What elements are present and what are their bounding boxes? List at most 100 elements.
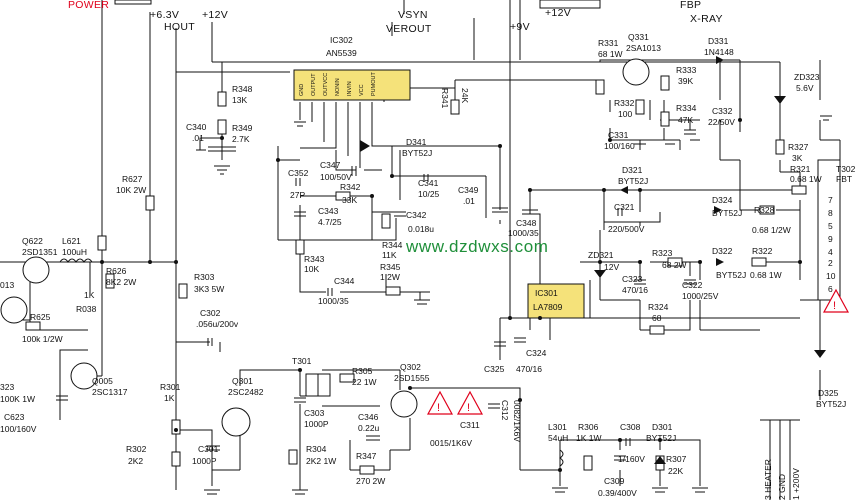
value-r306: 1K 1W <box>576 433 602 443</box>
value-c323: 470/16 <box>622 285 648 295</box>
ic302-body <box>293 69 411 101</box>
transistor-q331 <box>622 58 650 86</box>
svg-text:!: ! <box>833 300 836 312</box>
label-d331: D331 <box>708 36 729 46</box>
cap-c323 <box>634 279 646 285</box>
resistor-r344 <box>381 213 391 229</box>
value-c312: 0082/1K6V <box>512 400 522 442</box>
component-labels: R348 13K C340 .01 R349 2.7K R341 24K R62… <box>0 32 855 498</box>
value-d341: BYT52J <box>402 148 432 158</box>
value-r341: 24K <box>460 88 470 103</box>
label-r344: R344 <box>382 240 403 250</box>
label-d321: D321 <box>622 165 643 175</box>
label-left-cap: 323 <box>0 382 14 392</box>
resistor-r306 <box>583 455 593 471</box>
label-c302: C302 <box>200 308 221 318</box>
value-d331: 1N4148 <box>704 47 734 57</box>
value-r321: 0.68 1W <box>790 174 822 184</box>
resistor-r324 <box>649 325 665 335</box>
value-c343: 4.7/25 <box>318 217 342 227</box>
value-r349: 2.7K <box>232 134 250 144</box>
label-r323: R323 <box>652 248 673 258</box>
resistor-r347 <box>359 465 375 475</box>
label-c342: C342 <box>406 210 427 220</box>
label-r328: R328 <box>754 205 775 215</box>
label-c349: C349 <box>458 185 479 195</box>
label-d301: D301 <box>652 422 673 432</box>
cap-c309 <box>614 455 626 461</box>
resistor-r627 <box>145 195 155 211</box>
zener-zd321 <box>594 270 606 278</box>
ic302-pin-outvcc: OUTVCC <box>323 73 329 96</box>
label-c323: C323 <box>622 274 643 284</box>
label-r347: R347 <box>356 451 377 461</box>
value-r627: 10K 2W <box>116 185 146 195</box>
ground-icon <box>820 115 832 121</box>
net-6v3: +6.3V <box>150 9 179 21</box>
value-c309: 0.39/400V <box>598 488 637 498</box>
resistor-r038 <box>105 273 115 289</box>
label-c303: C303 <box>304 408 325 418</box>
fbt-pin-9: 9 <box>828 234 833 244</box>
label-d324: D324 <box>712 195 733 205</box>
ground-icon <box>414 299 430 305</box>
label-c331: C331 <box>608 130 629 140</box>
resistor-r331 <box>595 79 605 95</box>
value-d321: BYT52J <box>618 176 648 186</box>
ic302-part: AN5539 <box>326 48 357 58</box>
resistor-r341 <box>450 99 460 115</box>
ic302-pin-gnd: GND <box>299 84 305 96</box>
resistor-r302 <box>171 451 181 467</box>
value-l301: 54uH <box>548 433 568 443</box>
value-r625: 100k 1/2W <box>22 334 63 344</box>
net-12v-top: +12V <box>202 9 228 21</box>
magnetics <box>59 159 841 467</box>
value-r347: 270 2W <box>356 476 385 486</box>
label-l301: L301 <box>548 422 567 432</box>
watermark: www.dzdwxs.com <box>405 237 549 256</box>
label-l621: L621 <box>62 236 81 246</box>
label-r341: R341 <box>440 88 450 109</box>
value-c344: 1000/35 <box>318 296 349 306</box>
ground-icon <box>292 489 308 495</box>
label-r324: R324 <box>648 302 669 312</box>
capacitors <box>56 129 696 461</box>
label-c309: C309 <box>604 476 625 486</box>
value-c341: 10/25 <box>418 189 440 199</box>
label-d325: D325 <box>818 388 839 398</box>
label-c324: C324 <box>526 348 547 358</box>
value-r334: 47K <box>678 115 693 125</box>
label-r342: R342 <box>340 182 361 192</box>
label-q622: Q622 <box>22 236 43 246</box>
cap-c348 <box>522 209 538 215</box>
ic302-pin-invin: INVIN <box>347 81 353 96</box>
ic302-ref: IC302 <box>330 35 353 45</box>
inductor-l621 <box>59 258 93 263</box>
value-c322: 1000/25V <box>682 291 719 301</box>
ic302-pin-pumout: PUMOUT <box>371 72 377 96</box>
value-c342: 0.018u <box>408 224 434 234</box>
resistor-r322 <box>751 257 767 267</box>
resistor-r321 <box>791 185 807 195</box>
ic301-body <box>527 283 585 319</box>
net-vsyn: VSYN <box>398 9 428 21</box>
label-c332: C332 <box>712 106 733 116</box>
label-r627: R627 <box>122 174 143 184</box>
fbt-pin-2: 2 <box>828 258 833 268</box>
value-r324: 68 <box>652 313 662 323</box>
diode-d341 <box>360 140 370 152</box>
connector-gnd: 2 GND <box>777 474 787 500</box>
value-r304: 2K2 1W <box>306 456 336 466</box>
resistor-r328 <box>759 205 775 215</box>
resistor-r343 <box>295 239 305 255</box>
label-r348: R348 <box>232 84 253 94</box>
label-r625: R625 <box>30 312 51 322</box>
junctions <box>100 98 802 472</box>
label-zd321: ZD321 <box>588 250 614 260</box>
value-r327: 3K <box>792 153 803 163</box>
label-c322: C322 <box>682 280 703 290</box>
ic302-pin-nonin: NONIN <box>335 78 341 96</box>
value-zd321: 12V <box>604 262 619 272</box>
value-r342: 33K <box>342 195 357 205</box>
